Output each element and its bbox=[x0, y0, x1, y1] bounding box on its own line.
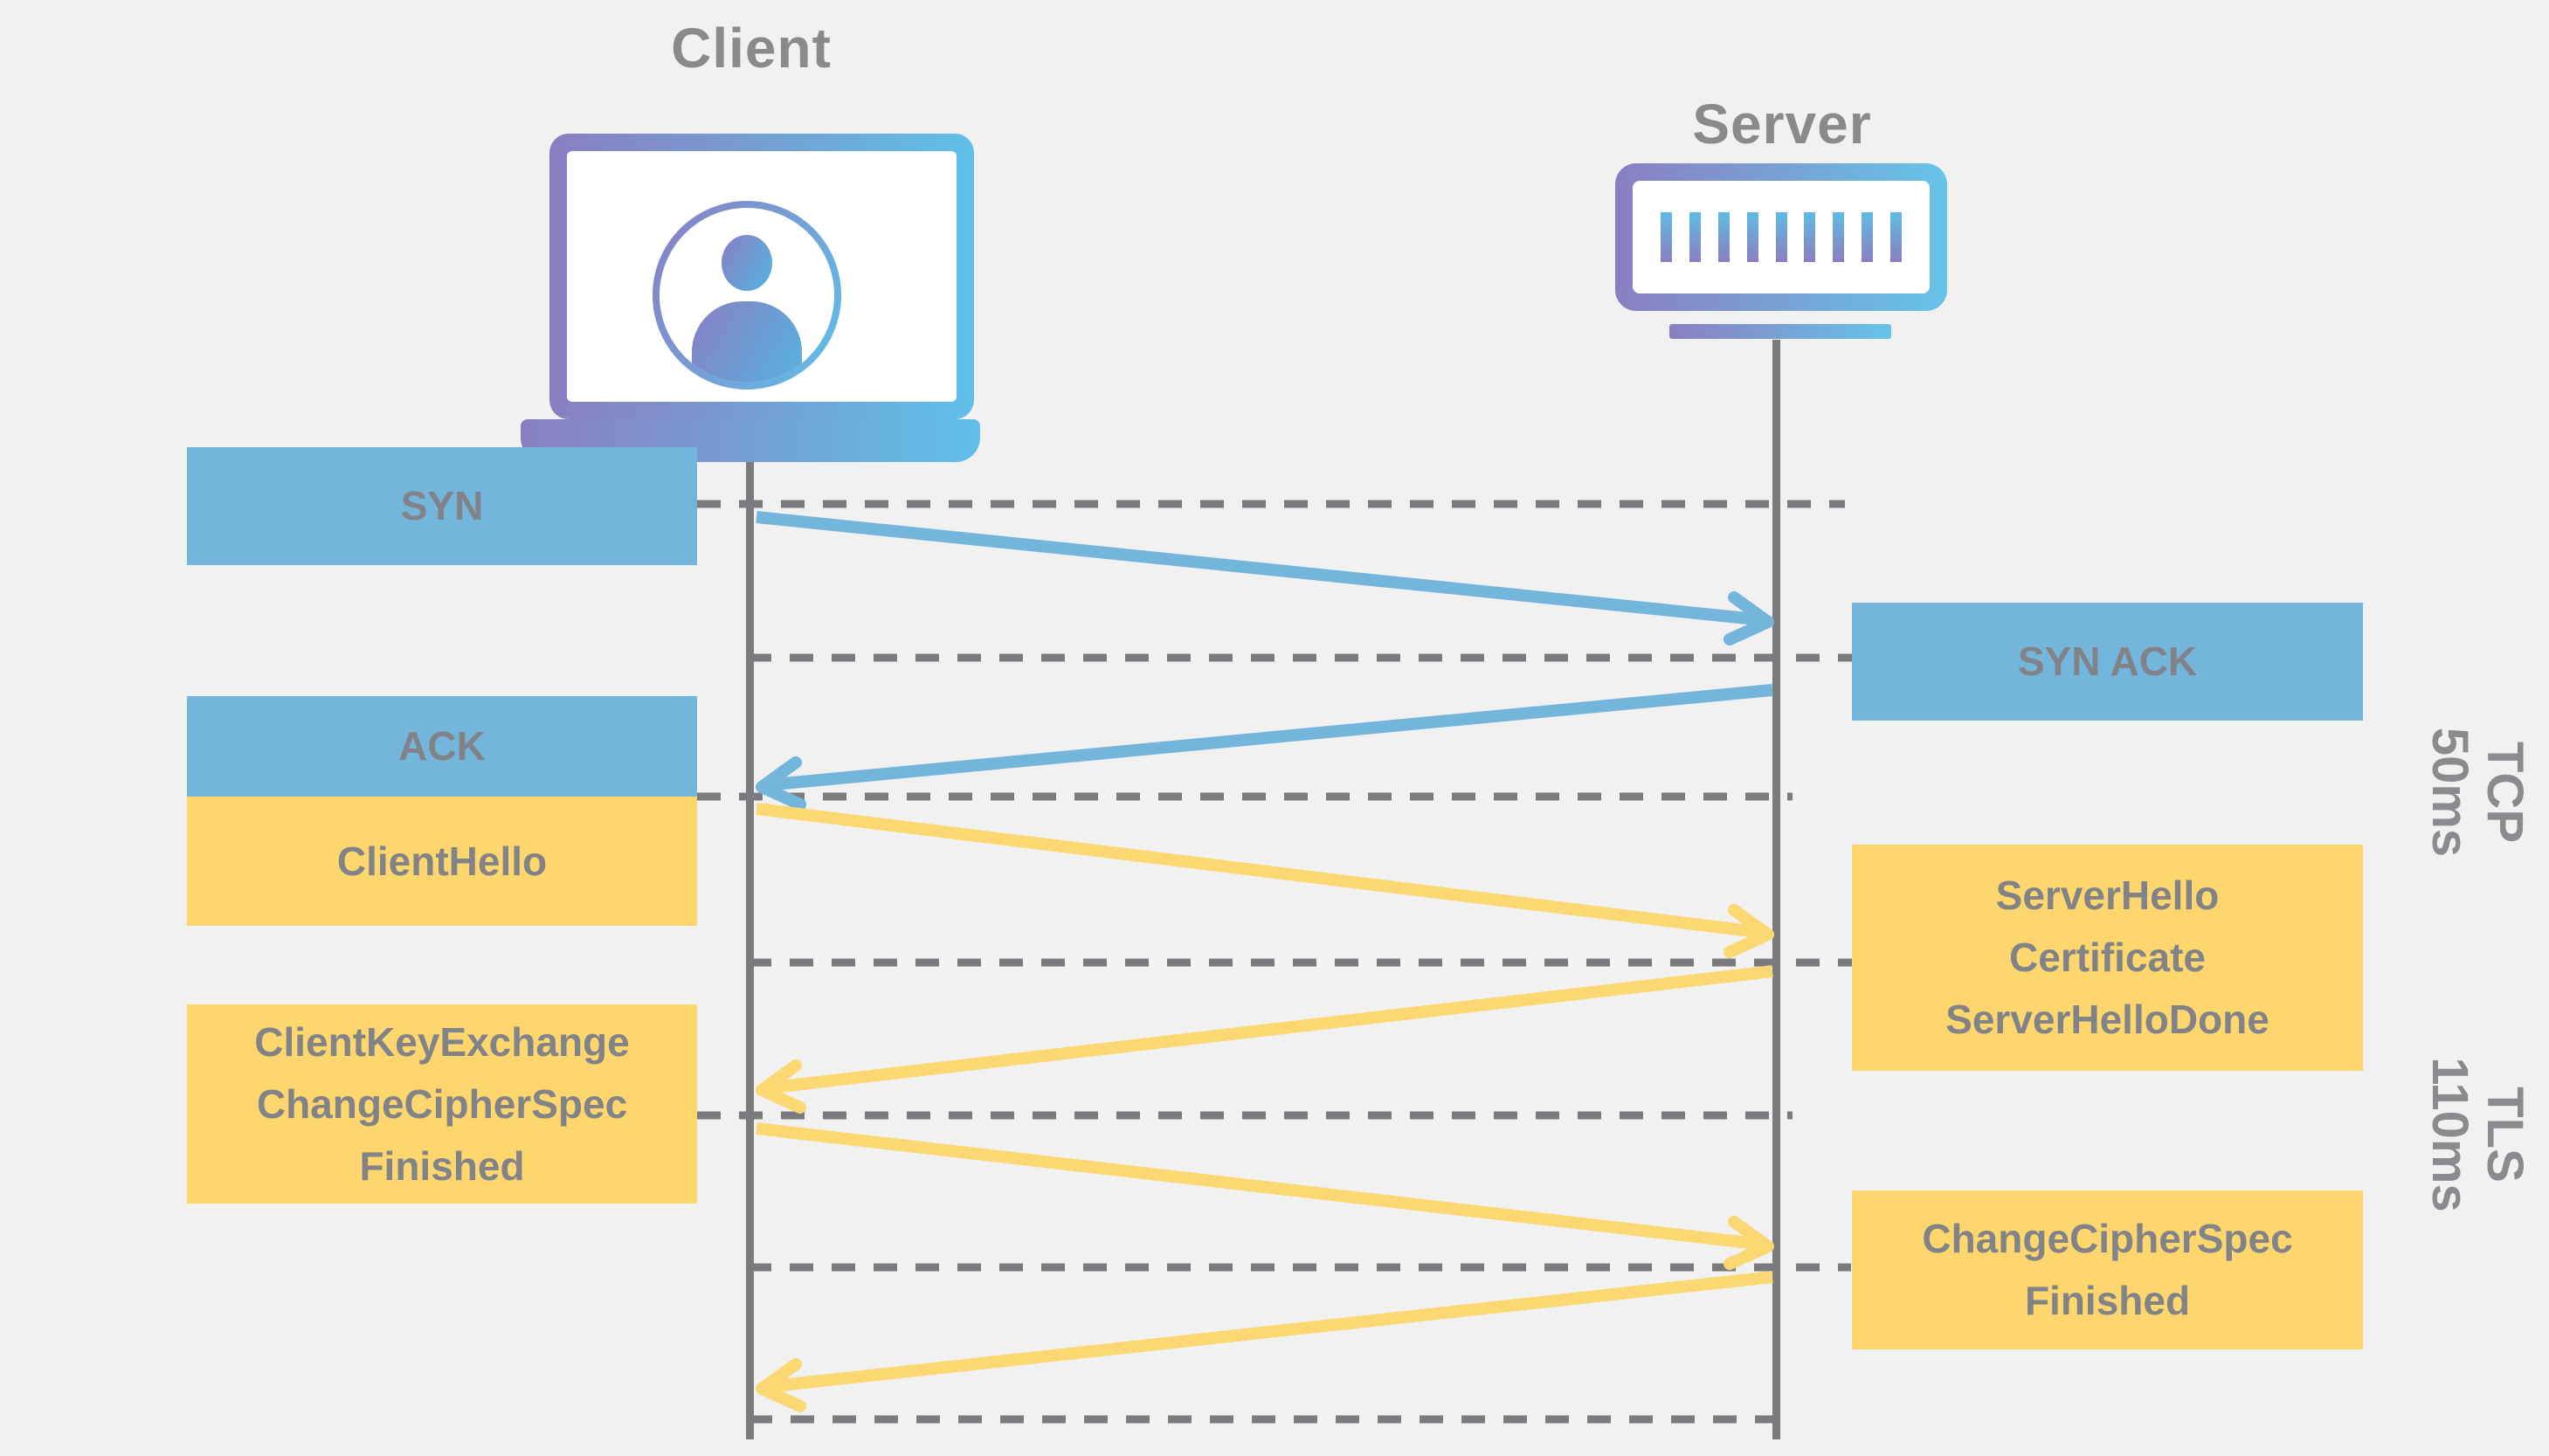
user-avatar-clip bbox=[660, 208, 834, 383]
client-hello-label-box: ClientHello bbox=[187, 797, 697, 926]
server-hello-label-box: ServerHello Certificate ServerHelloDone bbox=[1852, 845, 2363, 1071]
change-cipher-spec-line: ChangeCipherSpec bbox=[256, 1080, 628, 1127]
user-shoulders-shape bbox=[692, 301, 802, 383]
syn-ack-arrowhead bbox=[756, 756, 806, 811]
client-key-exchange-arrowhead bbox=[1724, 1216, 1774, 1270]
syn-ack-arrow bbox=[764, 684, 1773, 791]
tls-arrows bbox=[756, 803, 1774, 1412]
server-vent-bar bbox=[1775, 212, 1787, 262]
syn-ack-label-box: SYN ACK bbox=[1852, 603, 2363, 721]
tcp-timing-label: TCP 50ms bbox=[2421, 687, 2533, 897]
change-cipher-spec-label-box: ChangeCipherSpec Finished bbox=[1852, 1190, 2363, 1349]
syn-ack-label: SYN ACK bbox=[2017, 638, 2198, 684]
server-icon bbox=[1615, 163, 1947, 311]
server-vent-bar bbox=[1689, 212, 1701, 262]
change-cipher-spec-label-line: ChangeCipherSpec bbox=[1922, 1216, 2293, 1261]
server-icon-base bbox=[1669, 324, 1891, 339]
tcp-arrows bbox=[756, 511, 1774, 811]
tls-protocol-label: TLS bbox=[2476, 1087, 2533, 1183]
ack-label-box: ACK bbox=[187, 696, 697, 797]
tcp-time-label: 50ms bbox=[2421, 727, 2478, 858]
finished-label-line: Finished bbox=[2024, 1278, 2191, 1323]
client-key-exchange-label-box: ClientKeyExchange ChangeCipherSpec Finis… bbox=[187, 1004, 697, 1204]
syn-arrowhead bbox=[1724, 591, 1774, 645]
server-vent-bar bbox=[1661, 212, 1672, 262]
tls-timing-label: TLS 110ms bbox=[2421, 1030, 2533, 1239]
client-key-exchange-arrow bbox=[756, 1122, 1765, 1251]
client-key-exchange-line: ClientKeyExchange bbox=[254, 1018, 630, 1065]
server-header-label: Server bbox=[1692, 93, 1872, 155]
server-hello-done-line: ServerHelloDone bbox=[1945, 997, 2269, 1042]
client-hello-arrowhead bbox=[1724, 904, 1774, 958]
client-hello-arrow bbox=[756, 803, 1765, 939]
time-marker-dashes bbox=[697, 500, 1852, 1424]
user-avatar-icon bbox=[653, 201, 841, 390]
server-vent-bar bbox=[1717, 212, 1730, 262]
tcp-protocol-label: TCP bbox=[2476, 742, 2533, 843]
ack-label: ACK bbox=[398, 723, 486, 769]
syn-label: SYN bbox=[400, 483, 484, 528]
server-vent-bar bbox=[1890, 212, 1902, 262]
client-header-label: Client bbox=[671, 17, 832, 79]
syn-arrow bbox=[756, 511, 1765, 626]
server-vent-bars bbox=[1661, 212, 1902, 262]
server-vent-bar bbox=[1862, 212, 1874, 262]
finished-line: Finished bbox=[359, 1142, 525, 1189]
server-vent-bar bbox=[1746, 212, 1758, 262]
syn-label-box: SYN bbox=[187, 447, 697, 565]
user-head-shape bbox=[722, 235, 772, 291]
certificate-line: Certificate bbox=[2009, 935, 2206, 980]
client-hello-label: ClientHello bbox=[336, 838, 548, 884]
server-hello-arrowhead bbox=[756, 1059, 806, 1114]
change-cipher-spec-arrow bbox=[764, 1271, 1773, 1393]
server-vent-bar bbox=[1833, 212, 1845, 262]
server-vent-bar bbox=[1804, 212, 1816, 262]
change-cipher-spec-arrowhead bbox=[756, 1358, 806, 1412]
server-hello-arrow bbox=[764, 965, 1773, 1094]
server-hello-line: ServerHello bbox=[1995, 873, 2220, 918]
tls-time-label: 110ms bbox=[2421, 1057, 2478, 1212]
server-face bbox=[1633, 181, 1930, 293]
